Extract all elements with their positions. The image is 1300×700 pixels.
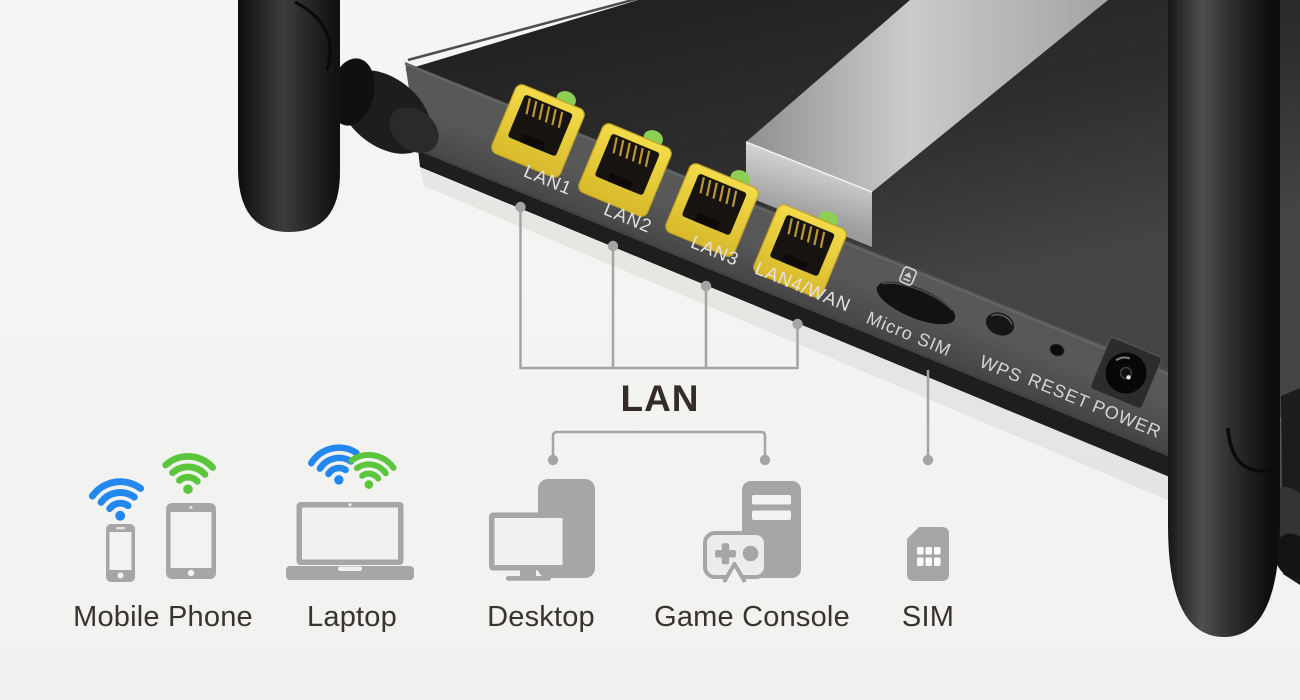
callout-sim: [922, 370, 934, 466]
wps-button: [985, 312, 1015, 336]
device-label-laptop: Laptop: [307, 601, 397, 633]
laptop-icon: [286, 502, 414, 580]
reset-button: [1049, 343, 1065, 357]
left-antenna: [238, 0, 439, 232]
phone-icon: [106, 524, 135, 582]
micro-sim-slot: [876, 266, 956, 325]
device-label-desktop: Desktop: [487, 601, 595, 633]
lan-port-4-wan: [753, 204, 847, 298]
game-console-icon: [703, 481, 801, 583]
device-label-sim: SIM: [901, 601, 955, 633]
wifi-icon-green-tablet: [156, 442, 223, 496]
chassis-shadow: [420, 168, 1300, 556]
device-label-mobile-phone: Mobile Phone: [73, 601, 253, 633]
lan-group-heading: LAN: [620, 378, 699, 419]
tablet-icon: [166, 503, 216, 579]
wifi-icon-green-laptop: [339, 439, 404, 494]
lan-port-1: [491, 84, 585, 178]
power-jack: [1090, 337, 1162, 409]
sim-card-icon: [907, 527, 949, 581]
callout-lan-devices-bracket: [547, 430, 771, 466]
right-antenna: [1168, 0, 1281, 637]
device-label-game-console: Game Console: [654, 601, 850, 633]
desktop-icon: [489, 479, 595, 581]
silver-top-bar: [745, 0, 1108, 247]
lan-port-2: [578, 123, 672, 217]
callout-lan: LAN: [515, 201, 803, 419]
lan-port-3: [665, 163, 759, 257]
sim-eject-icon: [899, 266, 917, 286]
wifi-icon-blue-phone: [80, 464, 153, 527]
